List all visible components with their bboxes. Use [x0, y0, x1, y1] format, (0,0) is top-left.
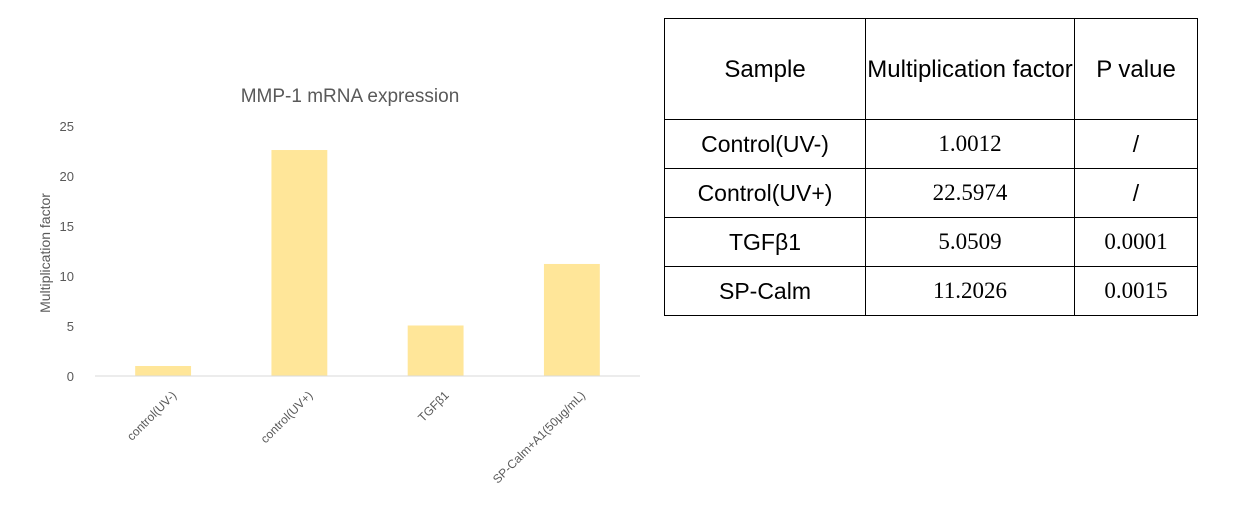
bars: [135, 150, 600, 376]
sample-cell: SP-Calm: [664, 266, 866, 316]
y-tick-label: 15: [60, 219, 74, 234]
p-value-cell: /: [1074, 168, 1198, 218]
table-row: Control(UV-) 1.0012 /: [664, 119, 1198, 169]
p-value-cell: 0.0015: [1074, 266, 1198, 316]
header-p-value: P value: [1074, 18, 1198, 120]
x-tick-label: TGFβ1: [415, 388, 452, 425]
bar: [271, 150, 328, 376]
x-tick-label: control(UV-): [124, 388, 179, 443]
y-tick-label: 5: [67, 319, 74, 334]
table-row: SP-Calm 11.2026 0.0015: [664, 266, 1198, 316]
y-tick-label: 25: [60, 119, 74, 134]
table-row: Control(UV+) 22.5974 /: [664, 168, 1198, 218]
x-tick-label: SP-Calm+A1(50μg/mL): [490, 388, 588, 486]
header-sample: Sample: [664, 18, 866, 120]
factor-cell: 11.2026: [865, 266, 1075, 316]
factor-cell: 5.0509: [865, 217, 1075, 267]
p-value-cell: 0.0001: [1074, 217, 1198, 267]
y-tick-label: 10: [60, 269, 74, 284]
bar: [407, 325, 464, 376]
bar: [135, 365, 192, 376]
results-table: Sample Multiplication factor P value Con…: [664, 18, 1198, 316]
y-tick-label: 20: [60, 169, 74, 184]
y-axis-ticks: 0 5 10 15 20 25: [60, 119, 74, 384]
bar: [543, 263, 600, 376]
factor-cell: 1.0012: [865, 119, 1075, 169]
sample-cell: TGFβ1: [664, 217, 866, 267]
chart-title: MMP-1 mRNA expression: [241, 86, 460, 107]
table-header-row: Sample Multiplication factor P value: [664, 18, 1198, 120]
p-value-cell: /: [1074, 119, 1198, 169]
header-multiplication-factor: Multiplication factor: [865, 18, 1075, 120]
table-row: TGFβ1 5.0509 0.0001: [664, 217, 1198, 267]
sample-cell: Control(UV+): [664, 168, 866, 218]
y-tick-label: 0: [67, 369, 74, 384]
x-axis-labels: control(UV-) control(UV+) TGFβ1 SP-Calm+A1(…: [124, 388, 588, 486]
y-axis-label: Multiplication factor: [37, 193, 53, 313]
x-tick-label: control(UV+): [258, 388, 316, 446]
factor-cell: 22.5974: [865, 168, 1075, 218]
bar-chart: MMP-1 mRNA expression Multiplication fac…: [37, 86, 640, 486]
sample-cell: Control(UV-): [664, 119, 866, 169]
